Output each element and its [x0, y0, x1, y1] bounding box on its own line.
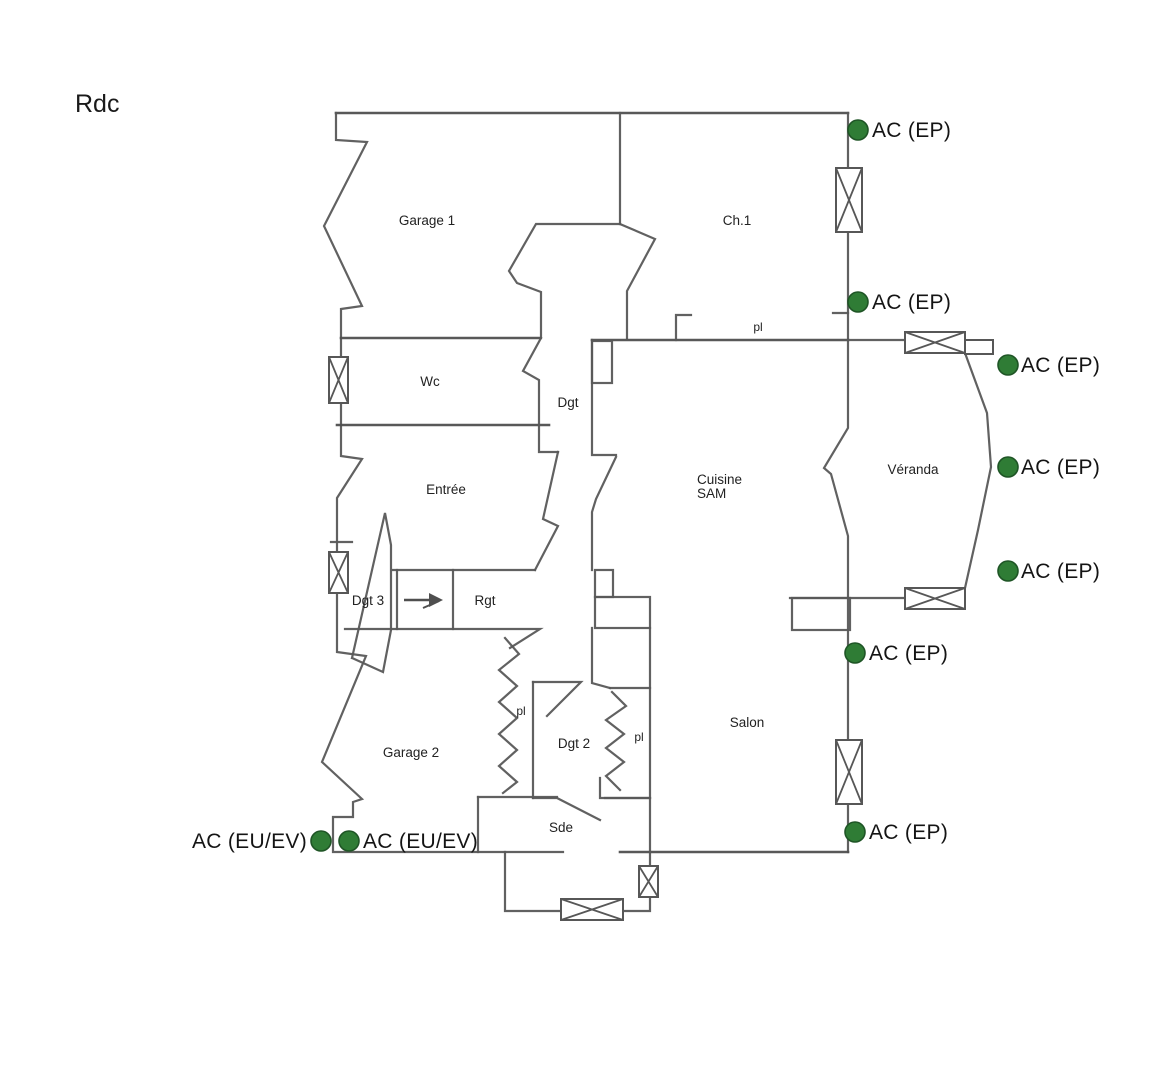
window-symbol-wc-left [328, 356, 349, 404]
ac-marker-dot [844, 642, 866, 664]
ac-markers [310, 119, 1019, 852]
walls [320, 111, 994, 913]
direction-arrow-icon [404, 593, 443, 609]
ac-marker-dot [997, 560, 1019, 582]
window-symbol-ch1-right [835, 167, 863, 233]
wall-corridor-left-lower [533, 450, 560, 572]
wall-pier [590, 339, 614, 385]
wall-cuisine-bottom-pier [790, 596, 852, 632]
wall-duct-large [593, 595, 652, 630]
room-label-sde: Sde [549, 820, 573, 835]
room-label-dgt-3: Dgt 3 [352, 593, 384, 608]
wall-pl-left-zigzag [497, 636, 521, 795]
wall-corridor-left-upper [521, 336, 560, 454]
ac-marker-label: AC (EP) [1021, 456, 1100, 479]
ac-marker-dot [338, 830, 360, 852]
closet-label-dgt2-left: pl [516, 704, 525, 718]
ac-marker-dot [847, 291, 869, 313]
window-symbol-salon-right [835, 739, 863, 805]
room-label-cuisine: Cuisine [697, 472, 742, 487]
wall-dgt3-door-leaf [350, 512, 393, 674]
ac-marker-label: AC (EP) [1021, 354, 1100, 377]
wall-dgt2-top [531, 680, 584, 718]
wall-ch1-closet [674, 313, 693, 342]
room-label-wc: Wc [420, 374, 440, 389]
wall-right [822, 111, 850, 854]
room-label-sam: SAM [697, 486, 726, 501]
ac-marker-label: AC (EU/EV) [192, 830, 307, 853]
room-labels: Garage 1 Ch.1 Wc Dgt Cuisine SAM Véranda… [352, 213, 939, 835]
wall-rgt-bottom [343, 627, 544, 650]
wall-duct-small [593, 568, 615, 599]
ac-marker-label: AC (EP) [872, 119, 951, 142]
room-label-garage-1: Garage 1 [399, 213, 455, 228]
window-symbol-annex-right [638, 865, 659, 898]
ac-marker-label: AC (EP) [869, 821, 948, 844]
window-symbols [328, 167, 966, 921]
room-label-ch-1: Ch.1 [723, 213, 752, 228]
ac-marker-label: AC (EP) [872, 291, 951, 314]
ac-marker-dot [997, 456, 1019, 478]
wall-veranda-sill [964, 339, 994, 355]
wall-cuisine-left-mid [590, 455, 618, 572]
room-label-veranda: Véranda [887, 462, 939, 477]
window-symbol-veranda-bottom [904, 587, 966, 610]
ac-marker-label: AC (EU/EV) [363, 830, 478, 853]
room-label-entree: Entrée [426, 482, 466, 497]
ac-marker-dot [310, 830, 332, 852]
ac-marker-label: AC (EP) [869, 642, 948, 665]
wall-veranda-bay [963, 351, 993, 590]
window-symbol-annex-bottom [560, 898, 624, 921]
window-symbol-veranda-top [904, 331, 966, 354]
wall-corridor-top-left [507, 222, 622, 340]
wall-pl-right-zigzag [604, 690, 628, 792]
wall-corridor-top-right [618, 222, 657, 340]
room-label-salon: Salon [730, 715, 765, 730]
room-label-dgt: Dgt [557, 395, 578, 410]
closet-label-ch1: pl [753, 320, 762, 334]
room-label-dgt-2: Dgt 2 [558, 736, 590, 751]
ac-marker-dot [847, 119, 869, 141]
ac-marker-label: AC (EP) [1021, 560, 1100, 583]
window-symbol-dgt3-left [328, 551, 349, 594]
ac-marker-dot [844, 821, 866, 843]
ac-marker-dot [997, 354, 1019, 376]
wall-corridor-right-lower [590, 626, 612, 690]
room-label-rgt: Rgt [474, 593, 495, 608]
room-label-garage-2: Garage 2 [383, 745, 439, 760]
wall-sde-door [531, 796, 602, 822]
wall-sde-topright [598, 776, 652, 800]
ac-marker-labels: AC (EP) AC (EP) AC (EP) AC (EP) AC (EP) … [192, 119, 1100, 853]
floor-title: Rdc [75, 90, 119, 118]
closet-label-dgt2-right: pl [634, 730, 643, 744]
